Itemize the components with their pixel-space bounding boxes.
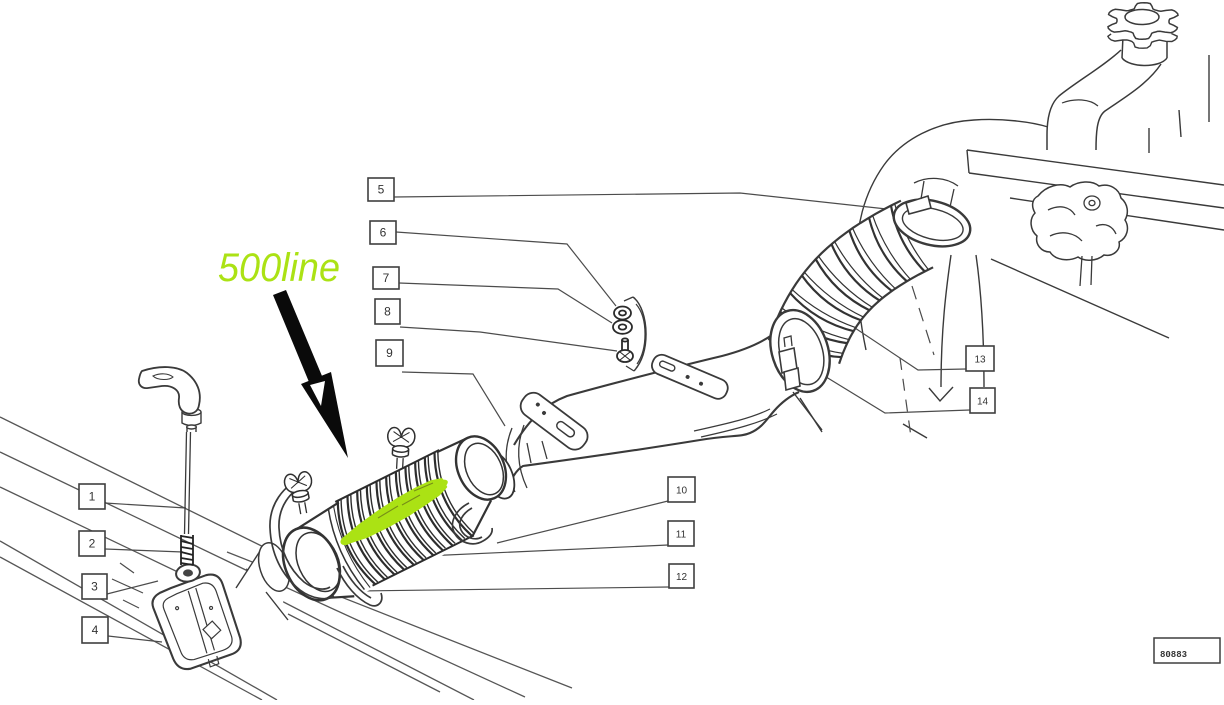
svg-text:14: 14: [977, 397, 989, 408]
svg-text:9: 9: [386, 346, 393, 360]
svg-text:5: 5: [378, 183, 385, 197]
svg-text:1: 1: [89, 490, 96, 504]
svg-text:6: 6: [380, 226, 387, 240]
svg-text:3: 3: [91, 580, 98, 594]
svg-text:8: 8: [384, 305, 391, 319]
svg-text:10: 10: [676, 486, 688, 497]
svg-text:80883: 80883: [1160, 650, 1187, 660]
svg-text:7: 7: [383, 271, 390, 285]
svg-text:2: 2: [89, 537, 96, 551]
svg-text:12: 12: [676, 572, 688, 583]
svg-text:11: 11: [676, 530, 687, 541]
svg-text:13: 13: [974, 355, 986, 366]
svg-text:4: 4: [92, 623, 99, 637]
svg-text:500line: 500line: [218, 246, 340, 290]
